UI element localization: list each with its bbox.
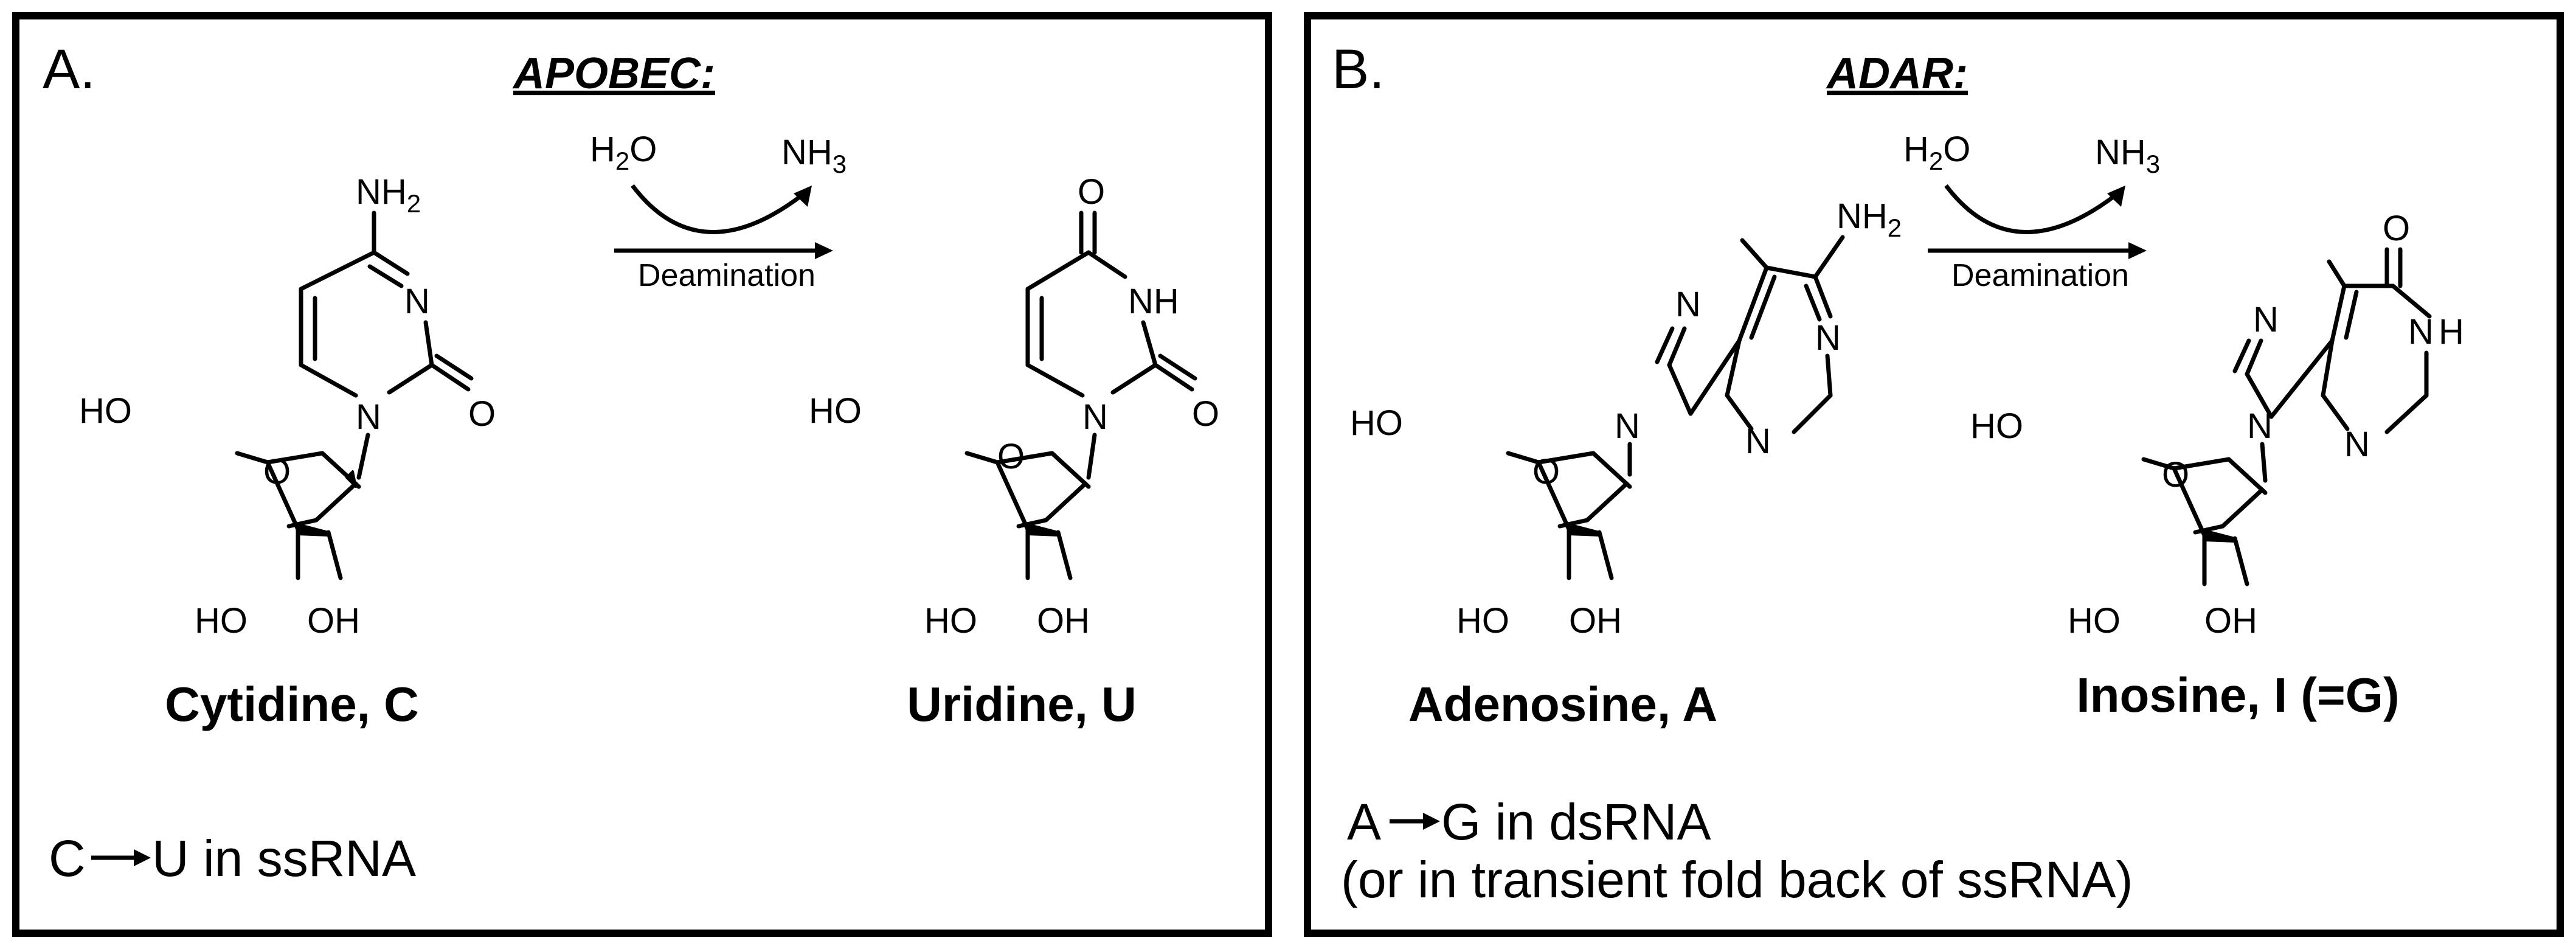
panel-a-reaction-arrowhead [815, 242, 833, 259]
adenosine-label: Adenosine, A [1408, 677, 1717, 731]
panel-b-curved-arrow [1944, 184, 2118, 234]
panel-b: B. ADAR: H2O NH3 Deamination NH2 N [1304, 12, 2564, 937]
adenosine-structure: NH2 N N N N HO O [1350, 196, 1902, 731]
panel-a-frame [12, 12, 1272, 937]
cytidine-5-hydroxyl: HO [79, 391, 132, 431]
uridine-n3h: NH [1128, 282, 1179, 321]
adenosine-3-hydroxyl: HO [1456, 601, 1509, 641]
panel-b-note-line1-rest: G in dsRNA [1441, 793, 1711, 850]
panel-a-letter: A. [43, 38, 95, 100]
inosine-o6: O [2383, 209, 2410, 248]
panel-b-frame [1304, 12, 2564, 937]
panel-b-reaction: H2O NH3 Deamination [1903, 130, 2160, 293]
inosine-n7: N [2253, 300, 2279, 339]
panel-a-curved-arrow [631, 184, 805, 234]
cytidine-label: Cytidine, C [165, 677, 419, 731]
panel-a-ammonia: NH3 [781, 133, 847, 178]
uridine-structure: O NH O N HO O HO OH Uridine, U [809, 172, 1219, 731]
panel-a-note: C U in ssRNA [49, 830, 416, 887]
panel-b-enzyme-name: ADAR: [1826, 49, 1968, 98]
uridine-5-hydroxyl: HO [809, 391, 862, 431]
panel-a-curved-arrowhead [794, 186, 812, 207]
inosine-n1h-h: H [2439, 312, 2464, 352]
panel-a-note-from: C [49, 830, 86, 887]
panel-b-ammonia: NH3 [2095, 133, 2160, 178]
adenosine-ribose [1508, 453, 1630, 578]
inosine-n3: N [2344, 425, 2370, 464]
panel-b-water: H2O [1903, 130, 1970, 175]
cytidine-n1: N [356, 397, 381, 437]
uridine-o2: O [1192, 394, 1219, 434]
inosine-n9: N [2247, 406, 2273, 446]
panel-b-letter: B. [1332, 38, 1385, 100]
panel-a-deamination-label: Deamination [638, 258, 815, 293]
cytidine-amino-group: NH2 [356, 172, 421, 218]
uridine-2-hydroxyl: OH [1037, 601, 1090, 641]
uridine-o4: O [1078, 172, 1105, 212]
panel-a-enzyme-name: APOBEC: [512, 49, 715, 98]
cytidine-ribose [237, 453, 359, 578]
inosine-label: Inosine, I (=G) [2076, 668, 2399, 722]
cytidine-structure: NH2 N O N HO O HO OH Cytidine [79, 172, 496, 731]
cytidine-o2: O [468, 394, 496, 434]
panel-b-deamination-label: Deamination [1951, 258, 2129, 293]
adenosine-2-hydroxyl: OH [1569, 601, 1622, 641]
panel-b-curved-arrowhead [2107, 186, 2125, 207]
uridine-ring-oxygen: O [997, 437, 1025, 476]
inosine-5-hydroxyl: HO [1970, 406, 2023, 446]
inosine-2-hydroxyl: OH [2204, 601, 2257, 641]
panel-b-note-from: A [1347, 793, 1381, 850]
panel-a-reaction: H2O NH3 Deamination [590, 130, 847, 293]
uridine-n1: N [1082, 397, 1108, 437]
cytidine-3-hydroxyl: HO [195, 601, 248, 641]
cytidine-ring-oxygen: O [263, 452, 291, 492]
panel-a-note-to: U in ssRNA [152, 830, 416, 887]
panel-a-water: H2O [590, 130, 657, 175]
adenosine-amino-group: NH2 [1837, 196, 1902, 242]
adenosine-n1: N [1815, 318, 1841, 358]
cytidine-n3: N [404, 282, 430, 321]
panel-b-note-line2: (or in transient fold back of ssRNA) [1341, 851, 2133, 908]
cytidine-2-hydroxyl: OH [307, 601, 360, 641]
panel-b-note: A G in dsRNA (or in transient fold back … [1341, 793, 2133, 908]
uridine-ribose [967, 453, 1089, 578]
panel-a-note-arrowhead [134, 849, 151, 866]
inosine-ring-oxygen: O [2162, 455, 2189, 495]
inosine-n1h-n: N [2408, 312, 2434, 352]
inosine-3-hydroxyl: HO [2068, 601, 2121, 641]
inosine-structure: O N H N N N HO O [1970, 209, 2464, 722]
uridine-label: Uridine, U [907, 677, 1137, 731]
adenosine-n7: N [1675, 285, 1701, 324]
panel-a: A. APOBEC: H2O NH3 Deamination NH2 [12, 12, 1272, 937]
adenosine-5-hydroxyl: HO [1350, 403, 1403, 443]
adenosine-ring-oxygen: O [1532, 452, 1560, 492]
adenosine-n9: N [1615, 406, 1640, 446]
uridine-3-hydroxyl: HO [924, 601, 977, 641]
panel-b-note-arrowhead [1423, 813, 1440, 830]
panel-b-reaction-arrowhead [2128, 242, 2147, 259]
